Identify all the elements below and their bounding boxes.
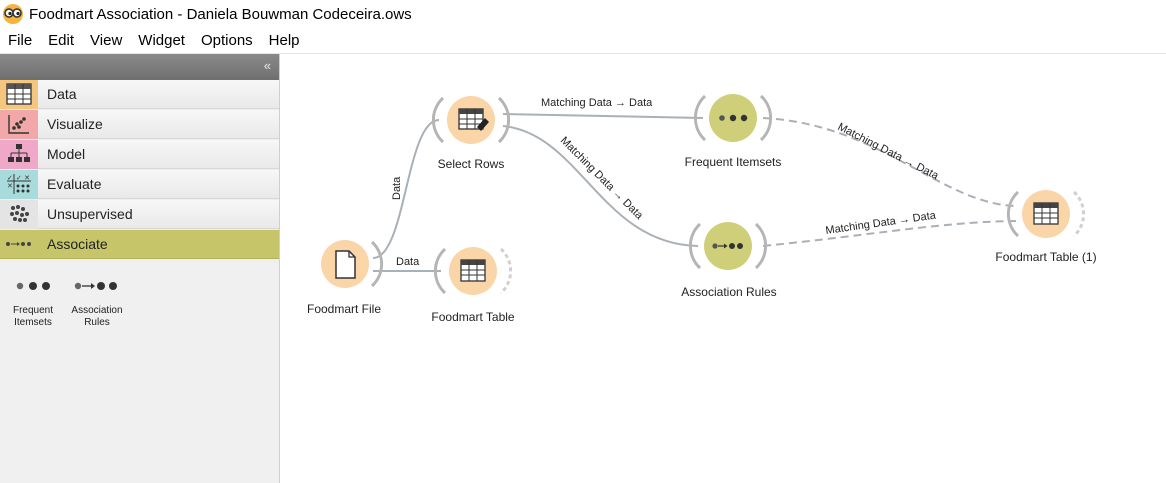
category-label: Visualize xyxy=(47,116,103,132)
table-icon xyxy=(0,79,38,109)
frequent-itemsets-icon xyxy=(1,274,65,298)
svg-text:✓ ✕: ✓ ✕ xyxy=(16,174,30,182)
association-rules-icon xyxy=(712,243,743,249)
node-foodmart-file[interactable] xyxy=(321,240,384,288)
node-association-rules[interactable] xyxy=(688,222,768,270)
category-label: Evaluate xyxy=(47,176,102,192)
link-select-rows-to-association-rules xyxy=(502,125,699,247)
link-label: Matching Data → Data xyxy=(836,121,941,183)
category-unsupervised[interactable]: Unsupervised xyxy=(0,199,279,229)
frequent-itemsets-icon xyxy=(719,114,748,122)
menu-divider xyxy=(0,53,1166,54)
scatter-icon xyxy=(0,109,38,139)
menu-help[interactable]: Help xyxy=(268,32,300,49)
link-select-rows-to-frequent-itemsets xyxy=(502,113,704,119)
link-label: Data xyxy=(396,256,420,268)
node-label: Foodmart File xyxy=(306,302,382,316)
link-label: Matching Data → Data xyxy=(558,135,646,223)
table-icon xyxy=(1033,202,1059,225)
menu-options[interactable]: Options xyxy=(200,32,253,49)
node-label: Frequent Itemsets xyxy=(684,155,782,169)
node-select-rows[interactable] xyxy=(431,96,511,144)
link-association-rules-to-table-1 xyxy=(762,220,1017,247)
node-label: Foodmart Table xyxy=(431,310,515,324)
menu-edit[interactable]: Edit xyxy=(48,32,75,49)
node-foodmart-table-1[interactable] xyxy=(1006,190,1086,238)
workflow-canvas[interactable]: Data Data Matching Data → Data Matching … xyxy=(281,54,1166,483)
svg-text:✓: ✓ xyxy=(7,174,13,182)
title-bar: Foodmart Association - Daniela Bouwman C… xyxy=(0,0,1166,28)
node-label: Association Rules xyxy=(681,285,777,299)
association-rules-icon xyxy=(65,274,129,298)
menu-file[interactable]: File xyxy=(8,32,33,49)
category-label: Data xyxy=(47,86,77,102)
node-frequent-itemsets[interactable] xyxy=(693,94,773,142)
link-label: Data xyxy=(391,176,403,200)
link-file-to-select-rows xyxy=(372,119,440,259)
tree-icon xyxy=(0,139,38,169)
node-label: Select Rows xyxy=(437,157,505,171)
workflow-graph: Data Data Matching Data → Data Matching … xyxy=(321,94,1086,295)
evaluate-icon: ✓✓ ✕✕ xyxy=(0,169,38,199)
category-evaluate[interactable]: ✓✓ ✕✕ Evaluate xyxy=(0,169,279,199)
widget-dock: « Data Visualize Model ✓✓ ✕✕ Evaluate xyxy=(0,54,280,483)
category-data[interactable]: Data xyxy=(0,79,279,109)
category-label: Associate xyxy=(47,236,108,252)
category-associate[interactable]: Associate xyxy=(0,230,279,259)
cluster-icon xyxy=(0,199,38,229)
category-label: Model xyxy=(47,146,86,162)
select-rows-icon xyxy=(458,108,489,131)
category-label: Unsupervised xyxy=(47,206,133,222)
menu-widget[interactable]: Widget xyxy=(138,32,185,49)
node-label: Foodmart Table (1) xyxy=(995,250,1097,264)
link-label: Matching Data → Data xyxy=(541,97,653,109)
svg-text:✕: ✕ xyxy=(7,182,13,190)
node-foodmart-table[interactable] xyxy=(433,247,513,295)
collapse-dock-icon[interactable]: « xyxy=(263,58,271,73)
link-frequent-itemsets-to-table-1 xyxy=(762,117,1017,207)
orange-glasses-icon xyxy=(3,4,23,24)
associate-icon xyxy=(0,230,38,259)
file-icon xyxy=(335,250,356,279)
window-title: Foodmart Association - Daniela Bouwman C… xyxy=(29,5,412,23)
category-visualize[interactable]: Visualize xyxy=(0,109,279,139)
category-model[interactable]: Model xyxy=(0,139,279,169)
menu-view[interactable]: View xyxy=(90,32,123,49)
menu-bar: File Edit View Widget Options Help xyxy=(0,30,308,52)
dock-header: « xyxy=(0,54,279,80)
table-icon xyxy=(460,259,486,282)
